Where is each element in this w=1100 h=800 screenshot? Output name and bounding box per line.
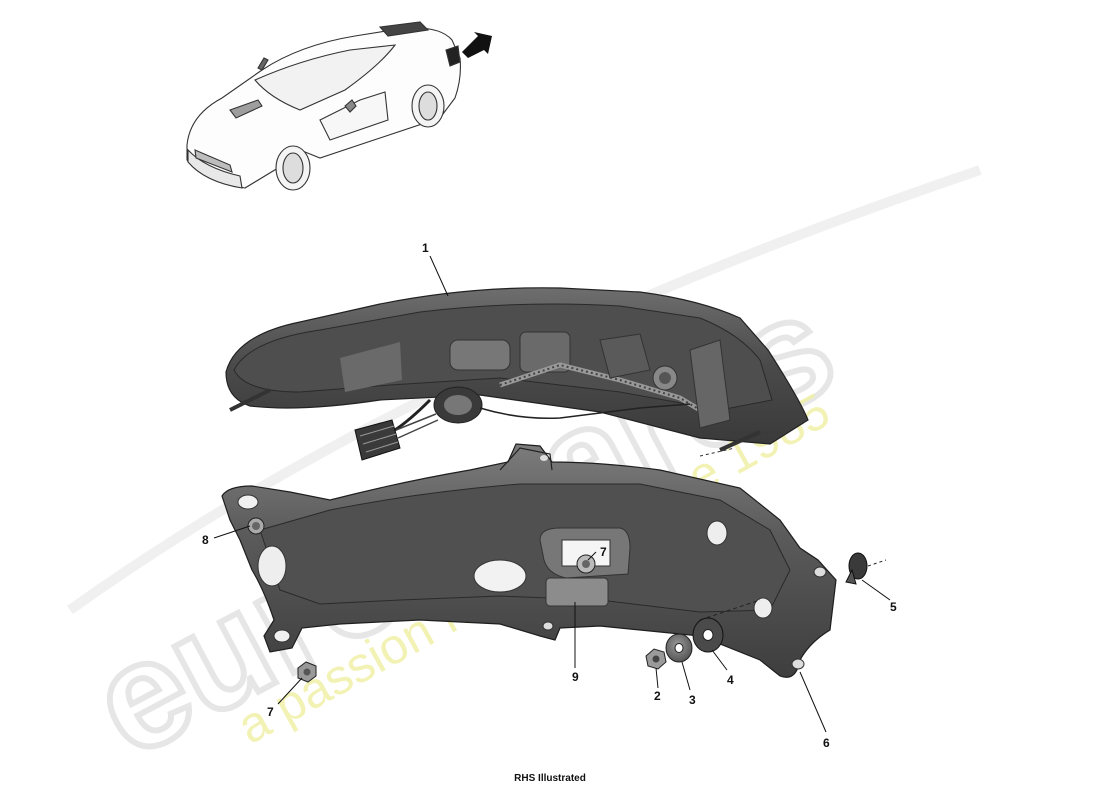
callout-labels: 1 2 3 4 5 6 7 7 8 9: [202, 241, 897, 750]
callout-7-left: 7: [267, 705, 274, 719]
wiring-connector: [354, 413, 439, 461]
car-locator-illustration: [186, 21, 461, 191]
part-5-clip: [845, 552, 887, 585]
locator-arrow-icon: [462, 32, 492, 58]
part-1-tail-lamp: [225, 287, 809, 461]
leader-lines: [213, 255, 891, 733]
callout-7-center: 7: [600, 545, 607, 559]
callout-3: 3: [689, 693, 696, 707]
part-7-nut-left: [297, 661, 317, 683]
callout-1: 1: [422, 241, 429, 255]
part-3-washer: [665, 633, 693, 663]
callout-6: 6: [823, 736, 830, 750]
illustration-note: RHS Illustrated: [514, 773, 586, 784]
callout-8: 8: [202, 533, 209, 547]
callout-9: 9: [572, 670, 579, 684]
part-4-washer: [692, 617, 724, 653]
part-6-mounting-bracket: [221, 443, 837, 678]
part-2-nut: [645, 648, 667, 670]
part-7-nut-center: [576, 554, 596, 574]
callout-4: 4: [727, 673, 734, 687]
callout-5: 5: [890, 600, 897, 614]
part-8-bolt: [247, 517, 265, 535]
callout-2: 2: [654, 689, 661, 703]
